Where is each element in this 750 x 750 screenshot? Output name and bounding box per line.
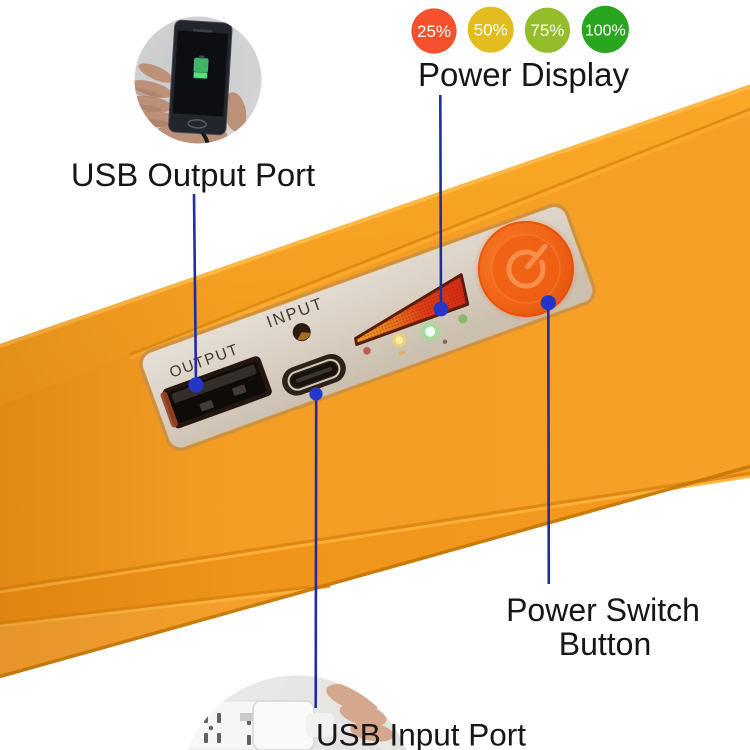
svg-text:USB Output Port: USB Output Port xyxy=(71,156,315,193)
svg-text:Power Switch: Power Switch xyxy=(506,592,700,628)
svg-text:100%: 100% xyxy=(585,22,626,39)
svg-text:50%: 50% xyxy=(474,21,508,40)
svg-text:Power Display: Power Display xyxy=(418,56,629,93)
svg-text:USB Input Port: USB Input Port xyxy=(316,717,526,750)
svg-text:25%: 25% xyxy=(417,22,451,41)
svg-text:Button: Button xyxy=(559,626,652,662)
svg-text:75%: 75% xyxy=(530,21,564,40)
